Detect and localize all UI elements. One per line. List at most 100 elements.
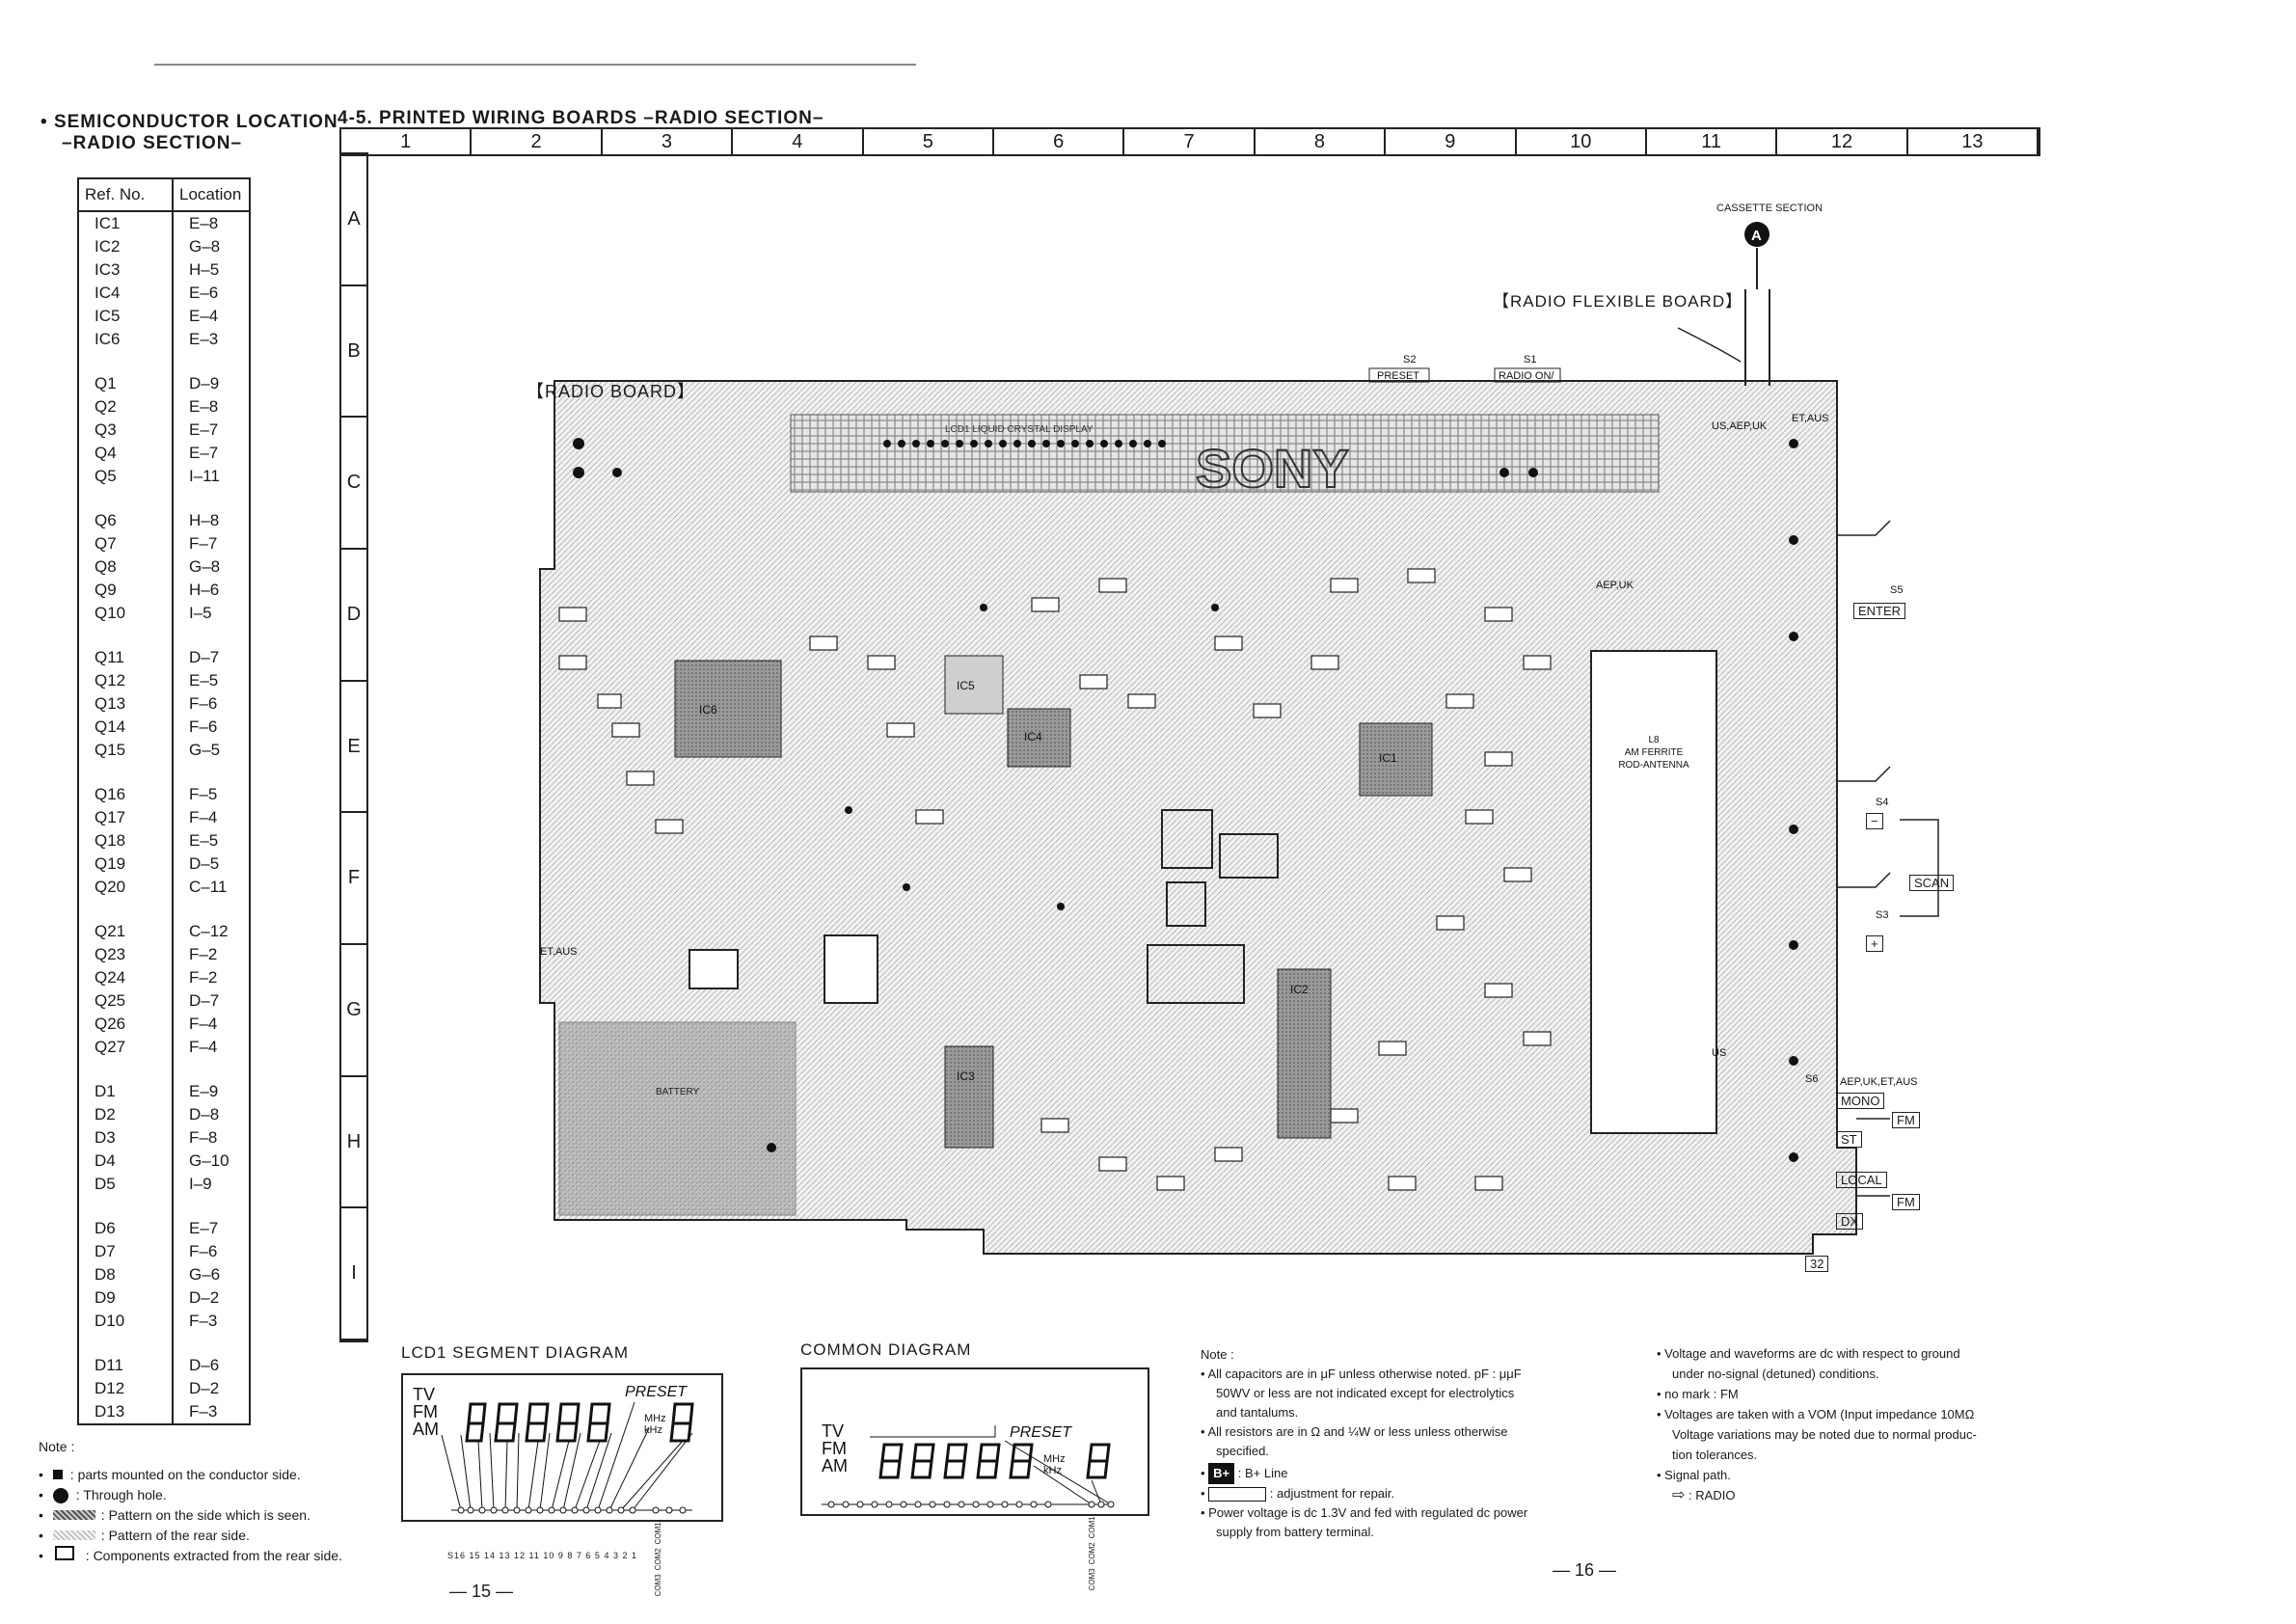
note-adjust: • : adjustment for repair. <box>1201 1486 1395 1502</box>
ref-no-cell: D10 <box>77 1310 174 1333</box>
top-rule <box>154 64 916 66</box>
location-cell: E–7 <box>172 419 251 442</box>
note-voltage-1: Voltage and waveforms are dc with respec… <box>1664 1346 1960 1361</box>
ref-no-cell: Q3 <box>77 419 174 442</box>
lcd-label: LCD1 LIQUID CRYSTAL DISPLAY <box>945 424 1094 435</box>
note-parts-mounted: • : parts mounted on the conductor side. <box>39 1467 301 1482</box>
table-gap <box>77 762 251 783</box>
ref-no-cell: Q14 <box>77 716 174 739</box>
location-cell: E–4 <box>172 305 251 328</box>
location-cell: C–11 <box>172 876 251 899</box>
common-mhz-text: MHz <box>1043 1453 1066 1465</box>
ref-no-cell: Q25 <box>77 989 174 1013</box>
ref-no-cell: IC5 <box>77 305 174 328</box>
location-cell: D–2 <box>172 1286 251 1310</box>
ic4-body <box>1007 708 1071 768</box>
page-number-left: — 15 — <box>449 1582 514 1601</box>
ic2-body <box>1277 968 1332 1139</box>
enter-button-label: ENTER <box>1853 603 1906 619</box>
ref-no-cell: D1 <box>77 1080 174 1103</box>
s6-label: S6 <box>1805 1073 1818 1085</box>
location-cell: F–4 <box>172 1013 251 1036</box>
ref-no-cell: Q2 <box>77 395 174 419</box>
notes-middle: Note : • All capacitors are in μF unless… <box>1201 1345 1634 1542</box>
location-cell: I–9 <box>172 1173 251 1196</box>
location-cell: E–3 <box>172 328 251 351</box>
region-et-aus-top: ET,AUS <box>1792 413 1829 424</box>
common-preset-text: PRESET <box>1010 1424 1072 1441</box>
location-cell: F–3 <box>172 1400 251 1425</box>
location-cell: I–5 <box>172 602 251 625</box>
ref-no-cell: Q24 <box>77 966 174 989</box>
note-bplus: • B+ : B+ Line <box>1201 1463 1634 1484</box>
common-am-text: AM <box>822 1456 848 1475</box>
table-gap <box>77 1333 251 1354</box>
block-center <box>824 934 878 1004</box>
common-khz-text: kHz <box>1043 1465 1062 1476</box>
ref-no-cell: Q5 <box>77 465 174 488</box>
note-signal-path-text: Signal path. <box>1664 1468 1731 1482</box>
ref-no-cell: Q16 <box>77 783 174 806</box>
s2-label: S2 <box>1403 354 1416 365</box>
location-cell: H–8 <box>172 509 251 532</box>
location-cell: G–6 <box>172 1263 251 1286</box>
ref-no-cell: D6 <box>77 1217 174 1240</box>
ref-no-cell: Q23 <box>77 943 174 966</box>
pwb-title: 4-5. PRINTED WIRING BOARDS –RADIO SECTIO… <box>338 108 824 128</box>
minus-button-label: − <box>1866 813 1883 829</box>
location-cell: C–12 <box>172 920 251 943</box>
dx-label: DX <box>1836 1213 1864 1230</box>
battery-label: BATTERY <box>656 1087 700 1097</box>
header-ref-no: Ref. No. <box>77 177 174 212</box>
note-vom-3: tion tolerances. <box>1672 1448 1758 1462</box>
region-et-aus-left: ET,AUS <box>540 946 578 958</box>
semiconductor-title: • SEMICONDUCTOR LOCATION –RADIO SECTION– <box>41 112 338 153</box>
flex-cable <box>1744 248 1770 386</box>
note-text-4: : Components extracted from the rear sid… <box>85 1548 342 1563</box>
local-label: LOCAL <box>1836 1172 1887 1188</box>
cassette-section-label: CASSETTE SECTION <box>1716 203 1823 214</box>
empty-square-icon <box>54 1546 74 1560</box>
ref-no-cell: D7 <box>77 1240 174 1263</box>
grid-col-7: 7 <box>1124 129 1256 154</box>
ref-no-cell: D3 <box>77 1126 174 1150</box>
note-text-0: : parts mounted on the conductor side. <box>69 1467 301 1482</box>
notes-right: • Voltage and waveforms are dc with resp… <box>1657 1343 2023 1505</box>
grid-col-10: 10 <box>1517 129 1647 154</box>
page-number-right: — 16 — <box>1553 1560 1617 1580</box>
note-voltage: • Voltage and waveforms are dc with resp… <box>1657 1346 1960 1361</box>
location-cell: F–4 <box>172 806 251 829</box>
table-gap <box>77 1059 251 1080</box>
location-cell: D–7 <box>172 646 251 669</box>
grid-col-3: 3 <box>603 129 734 154</box>
semiconductor-title-line2: –RADIO SECTION– <box>62 133 243 153</box>
aep-uk-et-aus-label: AEP,UK,ET,AUS <box>1840 1076 1918 1088</box>
location-cell: F–3 <box>172 1310 251 1333</box>
ref-no-cell: Q8 <box>77 555 174 579</box>
ref-no-cell: Q12 <box>77 669 174 692</box>
header-location: Location <box>172 177 251 212</box>
notes-middle-title: Note : <box>1201 1347 1234 1362</box>
dense-pattern-icon <box>52 1510 95 1520</box>
fm-mono-label: FM <box>1892 1112 1920 1128</box>
note-resistors-1: All resistors are in Ω and ¼W or less un… <box>1207 1424 1508 1439</box>
s5-label: S5 <box>1890 584 1903 596</box>
note-capacitors-1: All capacitors are in μF unless otherwis… <box>1207 1367 1522 1381</box>
ref-no-cell: D5 <box>77 1173 174 1196</box>
